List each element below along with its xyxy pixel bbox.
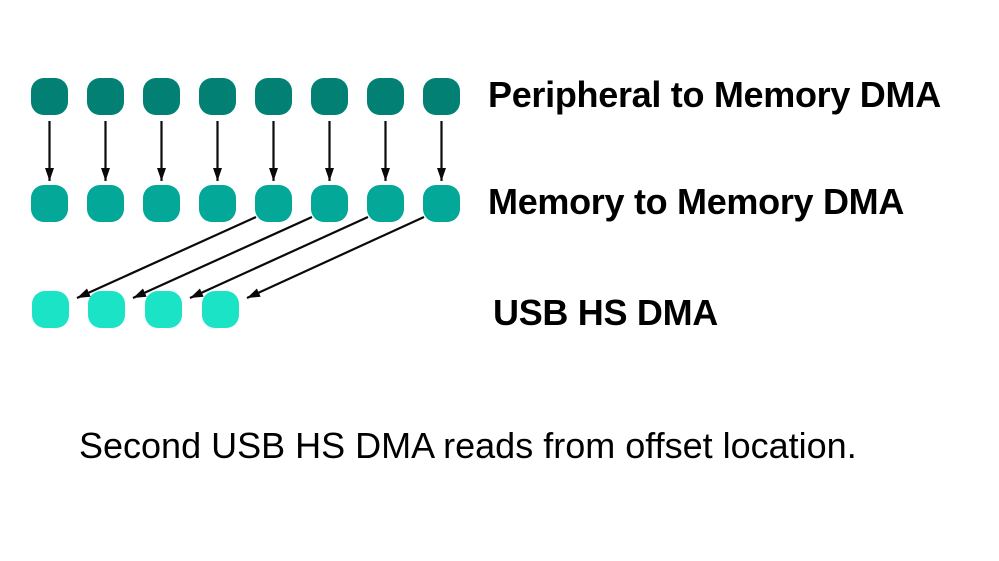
label-memory-to-memory-dma: Memory to Memory DMA [488, 181, 905, 222]
memory-to-memory-block-7 [367, 185, 404, 222]
caption-text: Second USB HS DMA reads from offset loca… [79, 425, 857, 466]
peripheral-to-memory-block-3 [143, 78, 180, 115]
memory-to-memory-block-5 [255, 185, 292, 222]
memory-to-memory-block-8 [423, 185, 460, 222]
peripheral-to-memory-block-7 [367, 78, 404, 115]
usb-hs-block-4 [202, 291, 239, 328]
usb-hs-block-3 [145, 291, 182, 328]
memory-to-memory-block-3 [143, 185, 180, 222]
peripheral-to-memory-block-8 [423, 78, 460, 115]
memory-to-memory-block-6 [311, 185, 348, 222]
usb-hs-block-1 [32, 291, 69, 328]
label-peripheral-to-memory-dma: Peripheral to Memory DMA [488, 74, 941, 115]
peripheral-to-memory-block-1 [31, 78, 68, 115]
memory-to-memory-block-1 [31, 185, 68, 222]
peripheral-to-memory-block-4 [199, 78, 236, 115]
memory-to-memory-block-4 [199, 185, 236, 222]
peripheral-to-memory-block-6 [311, 78, 348, 115]
peripheral-to-memory-block-2 [87, 78, 124, 115]
label-usb-hs-dma: USB HS DMA [493, 292, 719, 333]
memory-to-memory-block-2 [87, 185, 124, 222]
peripheral-to-memory-block-5 [255, 78, 292, 115]
usb-hs-block-2 [88, 291, 125, 328]
